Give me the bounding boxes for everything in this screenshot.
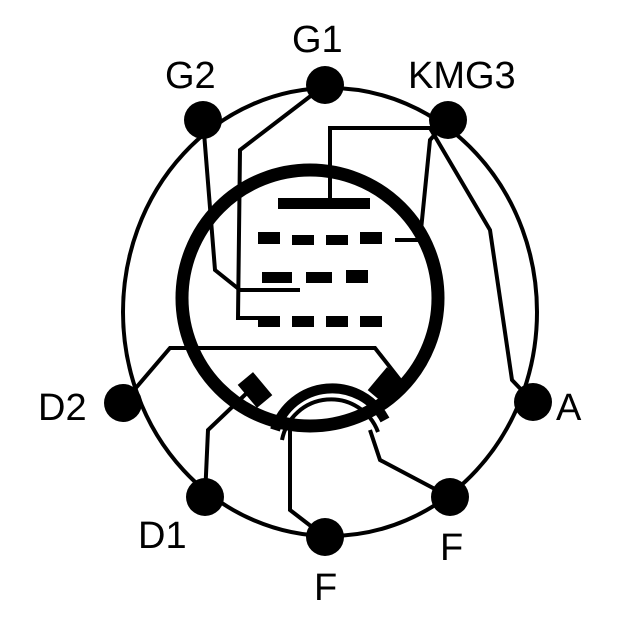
label-f-right: F: [440, 527, 463, 569]
label-g1: G1: [292, 19, 343, 61]
kmg3-lead: [395, 118, 450, 242]
label-d2: D2: [38, 387, 87, 429]
pin-kmg3: [429, 101, 467, 139]
g1-lead: [235, 83, 327, 320]
pin-d1: [186, 478, 224, 516]
label-f-bottom: F: [314, 567, 337, 609]
pin-g2: [184, 101, 222, 139]
glass-envelope: [175, 163, 445, 433]
pin-g1: [306, 66, 344, 104]
electrodes: [237, 198, 428, 408]
filament-lead-2: [368, 429, 451, 499]
pin-f-right: [431, 478, 469, 516]
pin-a: [514, 383, 552, 421]
label-a: A: [556, 387, 582, 429]
pin-d2: [104, 384, 142, 422]
label-kmg3: KMG3: [408, 55, 516, 97]
label-g2: G2: [165, 55, 216, 97]
cathode-top-lead: [328, 126, 535, 404]
pin-f-bottom: [306, 518, 344, 556]
anode-lead: [121, 346, 402, 405]
g2-lead: [201, 119, 300, 292]
label-d1: D1: [138, 515, 187, 557]
